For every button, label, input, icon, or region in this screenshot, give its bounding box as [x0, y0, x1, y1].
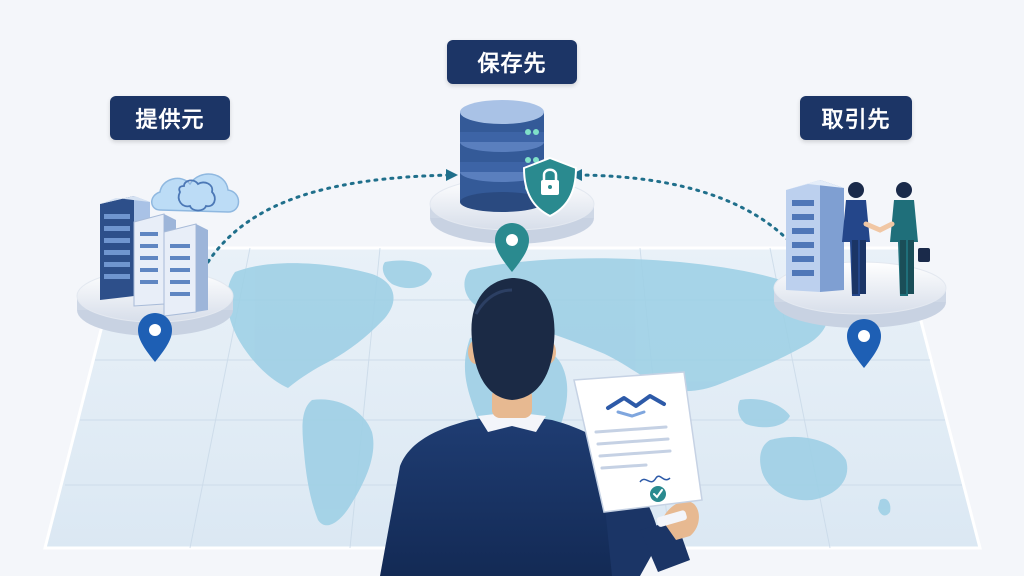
office-building-icon [786, 180, 844, 292]
partner-node [773, 180, 947, 368]
server-rack-icon [100, 196, 208, 317]
shield-lock-icon [522, 156, 578, 218]
businessman-figure [380, 278, 699, 576]
flow-line-storage-to-partner [570, 169, 794, 246]
person-icon [890, 182, 930, 296]
checkmark-icon [650, 486, 666, 502]
provider-label: 提供元 [110, 96, 230, 140]
partner-label: 取引先 [800, 96, 912, 140]
location-pin-icon [138, 313, 172, 362]
handshake-icon [606, 394, 666, 418]
flow-line-provider-to-storage [206, 169, 458, 264]
location-pin-icon [847, 319, 881, 368]
provider-node [76, 173, 240, 362]
storage-label: 保存先 [447, 40, 577, 84]
document-icon [573, 371, 703, 513]
cloud-brain-icon [151, 173, 240, 213]
handshake-icon [863, 221, 895, 233]
location-pin-icon [495, 223, 529, 272]
person-icon [842, 182, 870, 296]
storage-node [429, 100, 595, 272]
